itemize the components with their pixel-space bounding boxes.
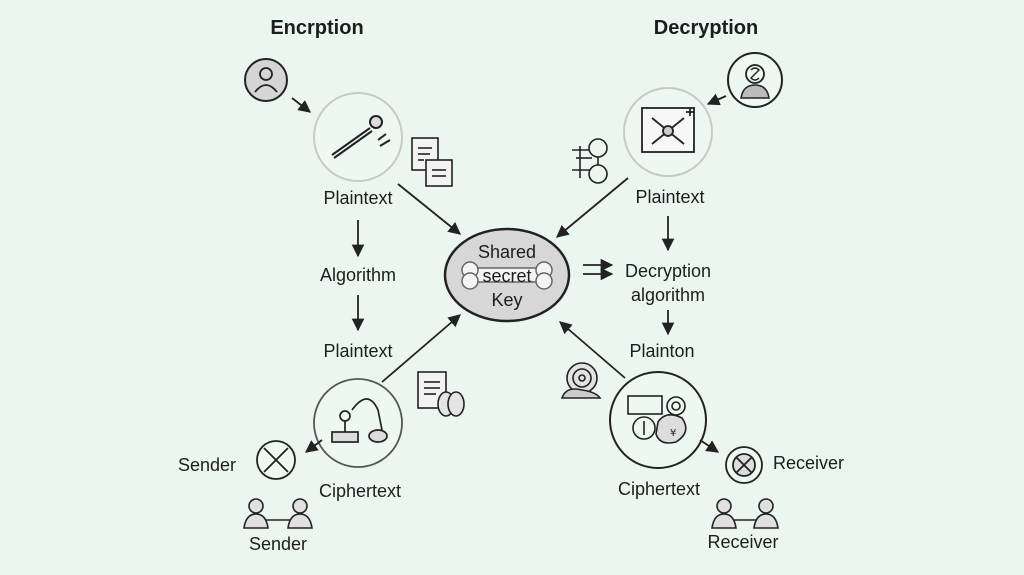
- encryption-title: Encrption: [270, 17, 364, 39]
- compass-icon: [256, 440, 296, 480]
- shared-key-line3: Key: [491, 290, 523, 310]
- dec-plainton: Plainton: [629, 341, 695, 361]
- arrow-ciphertext-to-center: [381, 314, 461, 383]
- decryption-title: Decryption: [653, 17, 759, 39]
- dec-receiver-side: Receiver: [773, 453, 845, 473]
- enc-plaintext-bottom: Plaintext: [323, 341, 393, 361]
- dec-algorithm-line1: Decryption: [624, 261, 712, 281]
- dec-plaintext-top: Plaintext: [635, 187, 705, 207]
- receiver-people-icon: [711, 498, 779, 529]
- documents-icon: [411, 137, 453, 187]
- receiver-compass-icon: [725, 446, 763, 484]
- dollar-user-icon: [727, 52, 783, 108]
- shared-key-line1: Shared: [477, 242, 537, 262]
- enc-algorithm: Algorithm: [319, 265, 397, 285]
- document-roll-icon: [417, 371, 465, 417]
- arrow-user-to-key: [291, 97, 311, 113]
- microscope-icon: [331, 398, 388, 443]
- shared-key-label: Shared secret Key: [442, 240, 572, 312]
- enc-sender-side: Sender: [178, 455, 237, 475]
- gears-icon: ¥: [627, 395, 687, 444]
- dec-algorithm-line2: algorithm: [630, 285, 706, 305]
- arrow-to-receiver: [699, 439, 720, 453]
- svg-text:¥: ¥: [670, 428, 676, 439]
- arrow-to-sender: [304, 439, 323, 453]
- user-icon: [244, 58, 288, 102]
- enc-sender-bottom: Sender: [248, 534, 308, 554]
- shared-key-line2: secret: [482, 266, 532, 286]
- network-node-icon: [641, 107, 695, 153]
- target-user-icon: [560, 362, 602, 399]
- arrow-decryption-to-center: [556, 177, 629, 238]
- arrow-dollar-to-decryption: [706, 93, 727, 106]
- arrow-cipher-to-center: [559, 321, 626, 379]
- dec-receiver-bottom: Receiver: [707, 532, 779, 552]
- key-bone-icon: [461, 261, 553, 290]
- gears-circle: [609, 371, 707, 469]
- flowchart-icon: [572, 138, 608, 184]
- key-icon: [331, 115, 391, 159]
- microscope-circle: [313, 378, 403, 468]
- arrow-plaintext-to-center: [397, 183, 461, 235]
- enc-plaintext-top: Plaintext: [323, 188, 393, 208]
- dec-ciphertext: Ciphertext: [617, 479, 701, 499]
- sender-people-icon: [243, 498, 313, 529]
- enc-ciphertext: Ciphertext: [318, 481, 402, 501]
